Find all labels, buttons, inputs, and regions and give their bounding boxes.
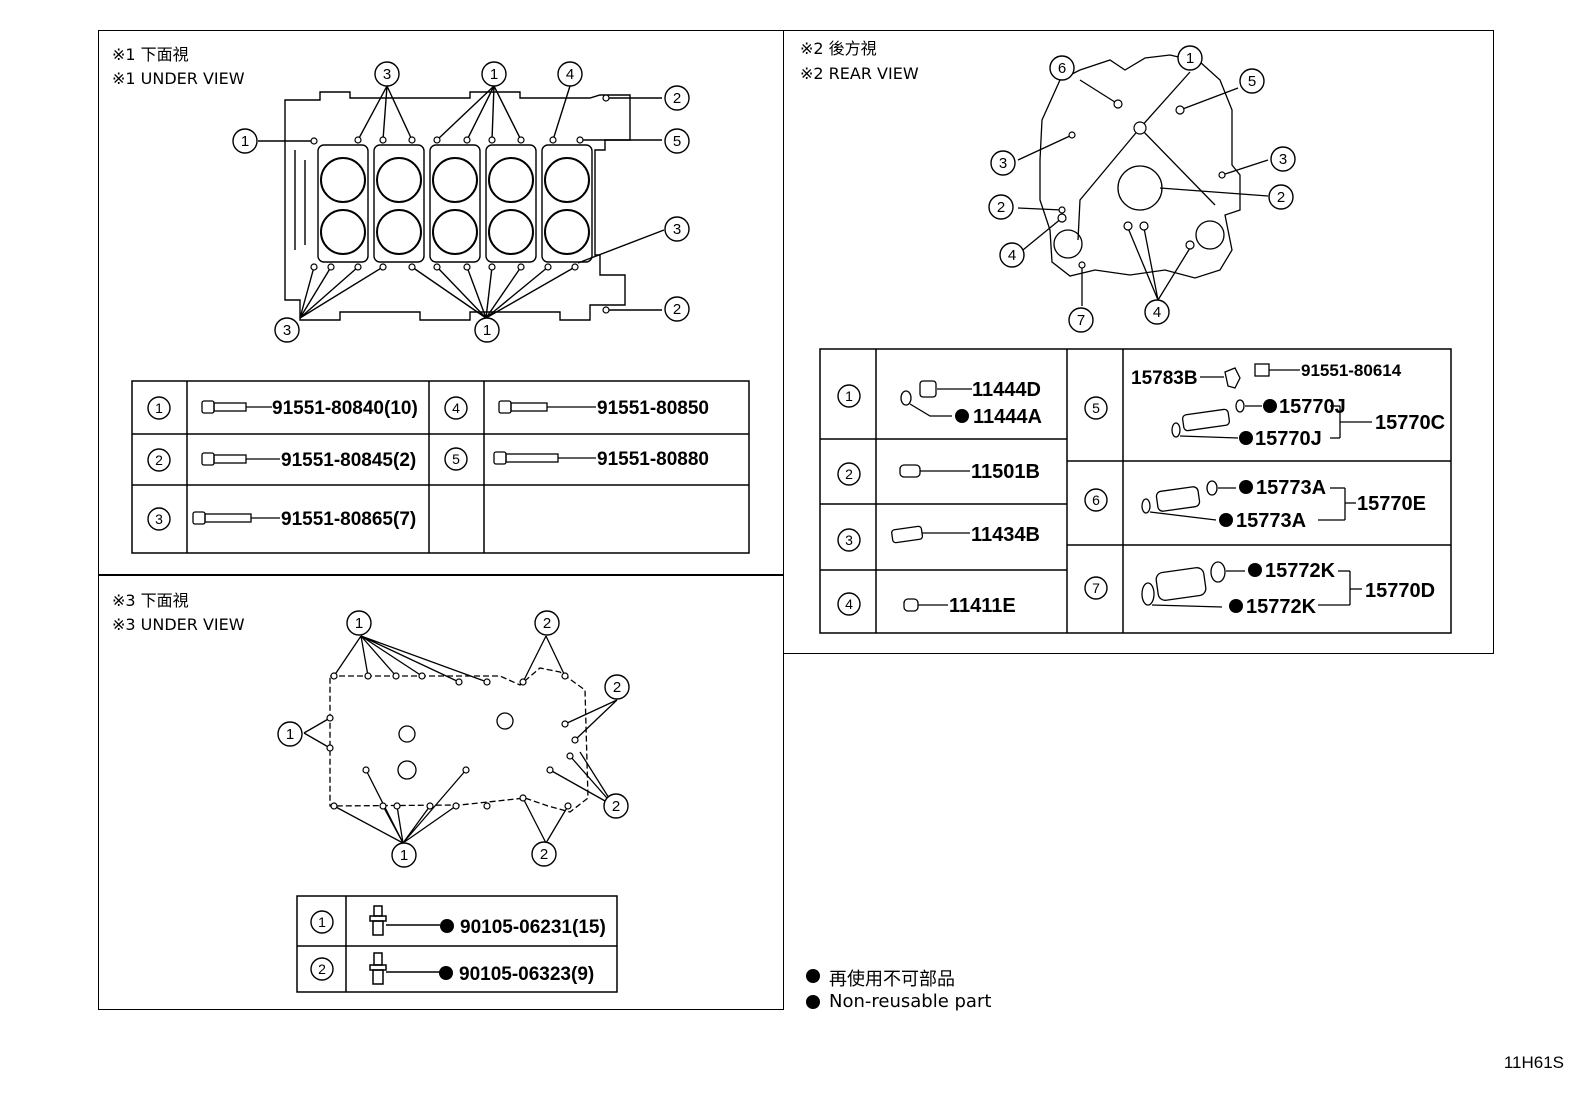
svg-text:1: 1 (355, 615, 363, 632)
oil-pan-under-view (303, 635, 618, 844)
svg-text:7: 7 (1077, 312, 1085, 329)
engine-block-under-view (258, 85, 665, 321)
parts-table-2 (819, 348, 1452, 634)
t1-part-2: 91551-80845(2) (281, 450, 416, 471)
svg-text:1: 1 (155, 400, 163, 416)
callout-numbers: 3 1 4 1 2 5 3 2 3 1 6 1 5 3 3 2 2 4 7 4 1 2 2 1 2 1 2 (241, 50, 1287, 864)
svg-text:4: 4 (566, 66, 574, 83)
svg-text:4: 4 (452, 400, 460, 416)
svg-text:2: 2 (1277, 189, 1285, 206)
t2-part-15770J-b: 15770J (1255, 428, 1322, 450)
svg-text:5: 5 (1092, 400, 1100, 416)
svg-text:2: 2 (613, 679, 621, 696)
svg-text:6: 6 (1092, 492, 1100, 508)
t1-part-3: 91551-80865(7) (281, 509, 416, 530)
svg-text:2: 2 (673, 90, 681, 107)
panel-under-view-3 (98, 574, 784, 1010)
section-1-title-en: ※1 UNDER VIEW (112, 69, 245, 88)
svg-text:3: 3 (283, 322, 291, 339)
t3-part-2: 90105-06323(9) (459, 964, 594, 985)
bolt-holes-view-1 (310, 94, 610, 314)
svg-text:1: 1 (241, 133, 249, 150)
bolt-table-3 (296, 895, 618, 993)
t2-part-11444D: 11444D (972, 379, 1041, 401)
part-icons-table-2 (891, 363, 1372, 612)
section-2-title-jp: ※2 後方視 (800, 39, 877, 58)
bolt-table-1 (131, 380, 750, 554)
callouts (232, 45, 1296, 868)
section-2-title-en: ※2 REAR VIEW (800, 64, 919, 83)
non-reusable-dots-table-2 (955, 399, 1277, 613)
section-3-title-en: ※3 UNDER VIEW (112, 615, 245, 634)
svg-text:3: 3 (383, 66, 391, 83)
bolt-holes-view-3 (326, 672, 579, 810)
svg-text:3: 3 (999, 155, 1007, 172)
t2-part-15772K-a: 15772K (1265, 560, 1336, 582)
svg-text:2: 2 (673, 301, 681, 318)
svg-text:1: 1 (400, 847, 408, 864)
svg-text:1: 1 (318, 914, 326, 930)
svg-text:5: 5 (452, 451, 460, 467)
svg-text:2: 2 (612, 798, 620, 815)
svg-text:2: 2 (318, 961, 326, 977)
t2-part-15770J-a: 15770J (1279, 396, 1346, 418)
t2-part-91551-80614: 91551-80614 (1301, 361, 1402, 380)
engine-rear-view (1017, 54, 1269, 306)
legend-dot-icons (806, 969, 820, 1009)
svg-text:2: 2 (845, 466, 853, 482)
svg-text:1: 1 (845, 388, 853, 404)
svg-text:3: 3 (155, 511, 163, 527)
t2-part-15772K-b: 15772K (1246, 596, 1317, 618)
t2-part-15783B: 15783B (1131, 368, 1198, 389)
svg-text:3: 3 (673, 221, 681, 238)
svg-text:1: 1 (483, 322, 491, 339)
svg-text:2: 2 (543, 615, 551, 632)
t2-assembly-15770E: 15770E (1357, 493, 1426, 515)
t2-part-11444A: 11444A (973, 406, 1042, 428)
svg-text:5: 5 (673, 133, 681, 150)
svg-text:4: 4 (845, 596, 853, 612)
svg-text:5: 5 (1248, 73, 1256, 90)
t1-part-1: 91551-80840(10) (272, 398, 418, 419)
t2-part-11434B: 11434B (971, 524, 1040, 546)
t1-part-5: 91551-80880 (597, 449, 709, 470)
legend-en: Non-reusable part (829, 991, 992, 1012)
svg-text:3: 3 (1279, 151, 1287, 168)
section-3-title-jp: ※3 下面視 (112, 591, 189, 610)
svg-text:3: 3 (845, 532, 853, 548)
t2-assembly-15770D: 15770D (1365, 580, 1435, 602)
drawing-code: 11H61S (1503, 1053, 1564, 1072)
t3-part-1: 90105-06231(15) (460, 917, 606, 938)
svg-text:4: 4 (1153, 304, 1161, 321)
section-1-title-jp: ※1 下面視 (112, 45, 189, 64)
svg-text:4: 4 (1008, 247, 1016, 264)
svg-text:2: 2 (540, 846, 548, 863)
t1-part-4: 91551-80850 (597, 398, 709, 419)
svg-text:7: 7 (1092, 580, 1100, 596)
bolt-icons-table-1 (192, 400, 596, 525)
svg-text:1: 1 (1186, 50, 1194, 67)
legend-jp: 再使用不可部品 (829, 969, 955, 990)
svg-text:2: 2 (155, 452, 163, 468)
svg-text:1: 1 (490, 66, 498, 83)
t2-part-11501B: 11501B (971, 461, 1040, 483)
svg-text:6: 6 (1058, 60, 1066, 77)
panel-rear-view-2 (783, 30, 1494, 654)
t2-part-15773A-a: 15773A (1256, 477, 1326, 499)
t2-part-15773A-b: 15773A (1236, 510, 1306, 532)
svg-text:1: 1 (286, 726, 294, 743)
t2-part-11411E: 11411E (949, 595, 1016, 617)
bolt-holes-view-2 (1057, 99, 1226, 269)
t2-assembly-15770C: 15770C (1375, 412, 1445, 434)
svg-text:2: 2 (997, 199, 1005, 216)
